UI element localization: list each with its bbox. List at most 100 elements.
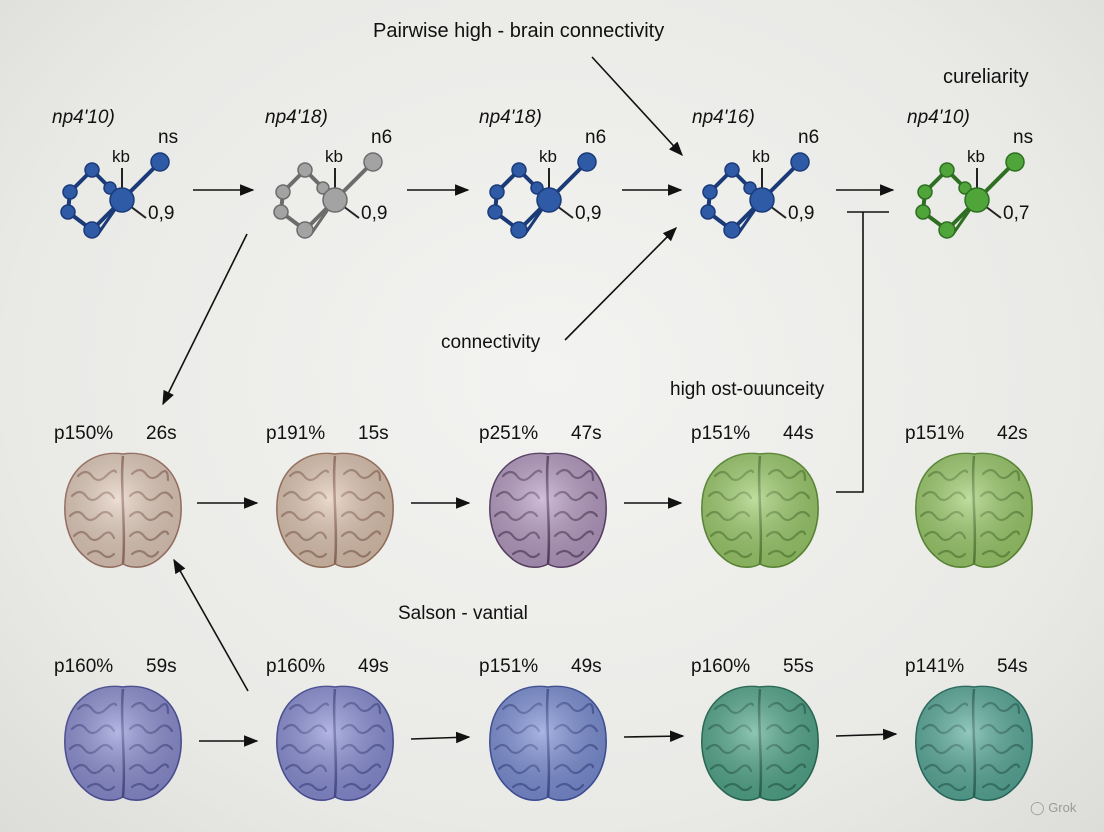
molecule-atom — [510, 221, 528, 239]
brain-illustration — [64, 685, 182, 802]
molecule-structure — [700, 152, 810, 239]
molecule-double-bond — [736, 207, 758, 235]
season-label: Salson - vantial — [398, 603, 528, 624]
brain-card-r1-c4: p151%44s — [691, 424, 831, 584]
molecule-code: np4'18) — [479, 107, 542, 128]
brain-illustration — [64, 452, 182, 569]
molecule-code: np4'18) — [265, 107, 328, 128]
molecule-4: np4'16) n6 kb 0,9 — [690, 100, 880, 250]
molecule-atom — [700, 204, 716, 220]
brain-time: 49s — [571, 656, 602, 677]
brain-shading — [915, 453, 1033, 568]
brain-illustration — [701, 685, 819, 802]
brain-shading — [701, 686, 819, 801]
brain-card-r2-c2: p160% 49s — [266, 657, 406, 817]
brain-percent: p151% — [479, 656, 539, 677]
brain-illustration — [701, 452, 819, 569]
molecule-double-bond — [96, 207, 118, 235]
molecule-structure — [60, 152, 170, 239]
molecule-1: np4'10) ns kb 0,9 — [50, 100, 240, 250]
molecule-top-label: ns — [158, 127, 179, 148]
molecule-structure — [273, 152, 383, 239]
bracket-connector — [836, 212, 864, 493]
molecule-atom — [917, 184, 933, 200]
molecule-bond-label: kb — [112, 147, 130, 166]
brain-illustration — [489, 685, 607, 802]
brain-percent: p191% — [266, 423, 326, 444]
brain-shading — [915, 686, 1033, 801]
molecule-code: np4'10) — [907, 107, 970, 128]
molecule-value: 0,9 — [575, 203, 602, 224]
molecule-structure — [915, 152, 1025, 239]
brain-percent: p160% — [266, 656, 326, 677]
watermark-icon: ◯ — [1030, 800, 1045, 815]
arrow-title-to-mol4 — [591, 56, 683, 157]
molecule-bond-label: kb — [752, 147, 770, 166]
molecule-value: 0,9 — [788, 203, 815, 224]
brain-illustration — [276, 685, 394, 802]
molecule-atom — [150, 152, 170, 172]
molecule-atom — [915, 204, 931, 220]
molecule-double-bond — [309, 207, 331, 235]
molecule-top-label: n6 — [585, 127, 607, 148]
brain-illustration — [489, 452, 607, 569]
molecule-value: 0,9 — [148, 203, 175, 224]
brain-card-r2-c5: p141%54s — [905, 657, 1045, 817]
molecule-atom — [938, 221, 956, 239]
molecule-atom — [724, 162, 740, 178]
arrow-brain2-4-5 — [835, 728, 898, 741]
brain-card-r1-c3: p251%47s — [479, 424, 619, 584]
molecule-double-bond — [523, 207, 545, 235]
connectivity-label: connectivity — [441, 332, 541, 353]
molecule-code: np4'16) — [692, 107, 755, 128]
brain-time: 59s — [146, 656, 177, 677]
molecule-value: 0,9 — [361, 203, 388, 224]
brain-time: 42s — [997, 423, 1028, 444]
molecule-atom — [577, 152, 597, 172]
molecule-top-label: ns — [1013, 127, 1034, 148]
molecule-double-bond — [951, 207, 973, 235]
brain-shading — [64, 686, 182, 801]
molecule-atom — [322, 187, 348, 213]
brain-time: 47s — [571, 423, 602, 444]
high-connectivity-label: high ost-ouunceity — [670, 379, 825, 400]
molecule-atom — [536, 187, 562, 213]
molecule-atom — [749, 187, 775, 213]
molecule-atom — [964, 187, 990, 213]
brain-card-r1-c1: p150%26s — [54, 424, 194, 584]
brain-illustration — [915, 452, 1033, 569]
brain-time: 15s — [358, 423, 389, 444]
brain-time: 49s — [358, 656, 389, 677]
molecule-atom — [273, 204, 289, 220]
brain-card-r1-c5: p151% 42s — [905, 424, 1045, 584]
molecule-atom — [84, 162, 100, 178]
molecule-atom — [296, 221, 314, 239]
molecule-code: np4'10) — [52, 107, 115, 128]
arrow-brain2-2-3 — [410, 731, 471, 744]
molecule-atom — [297, 162, 313, 178]
brain-card-r2-c1: p160%59s — [54, 657, 194, 817]
brain-time: 26s — [146, 423, 177, 444]
brain-card-r1-c2: p191% 15s — [266, 424, 406, 584]
brain-percent: p160% — [691, 656, 751, 677]
molecule-atom — [723, 221, 741, 239]
brain-shading — [489, 686, 607, 801]
brain-shading — [64, 453, 182, 568]
molecule-atom — [83, 221, 101, 239]
brain-percent: p151% — [691, 423, 751, 444]
brain-shading — [701, 453, 819, 568]
arrow-brain2-to-brain1 — [173, 558, 249, 692]
molecule-bond-label: kb — [967, 147, 985, 166]
molecule-atom — [511, 162, 527, 178]
brain-percent: p151% — [905, 423, 965, 444]
brain-shading — [276, 453, 394, 568]
brain-shading — [489, 453, 607, 568]
grok-watermark: ◯ Grok — [1030, 800, 1076, 816]
molecule-atom — [790, 152, 810, 172]
molecule-atom — [489, 184, 505, 200]
brain-card-r2-c3: p151% 49s — [479, 657, 619, 817]
molecule-top-label: n6 — [798, 127, 820, 148]
